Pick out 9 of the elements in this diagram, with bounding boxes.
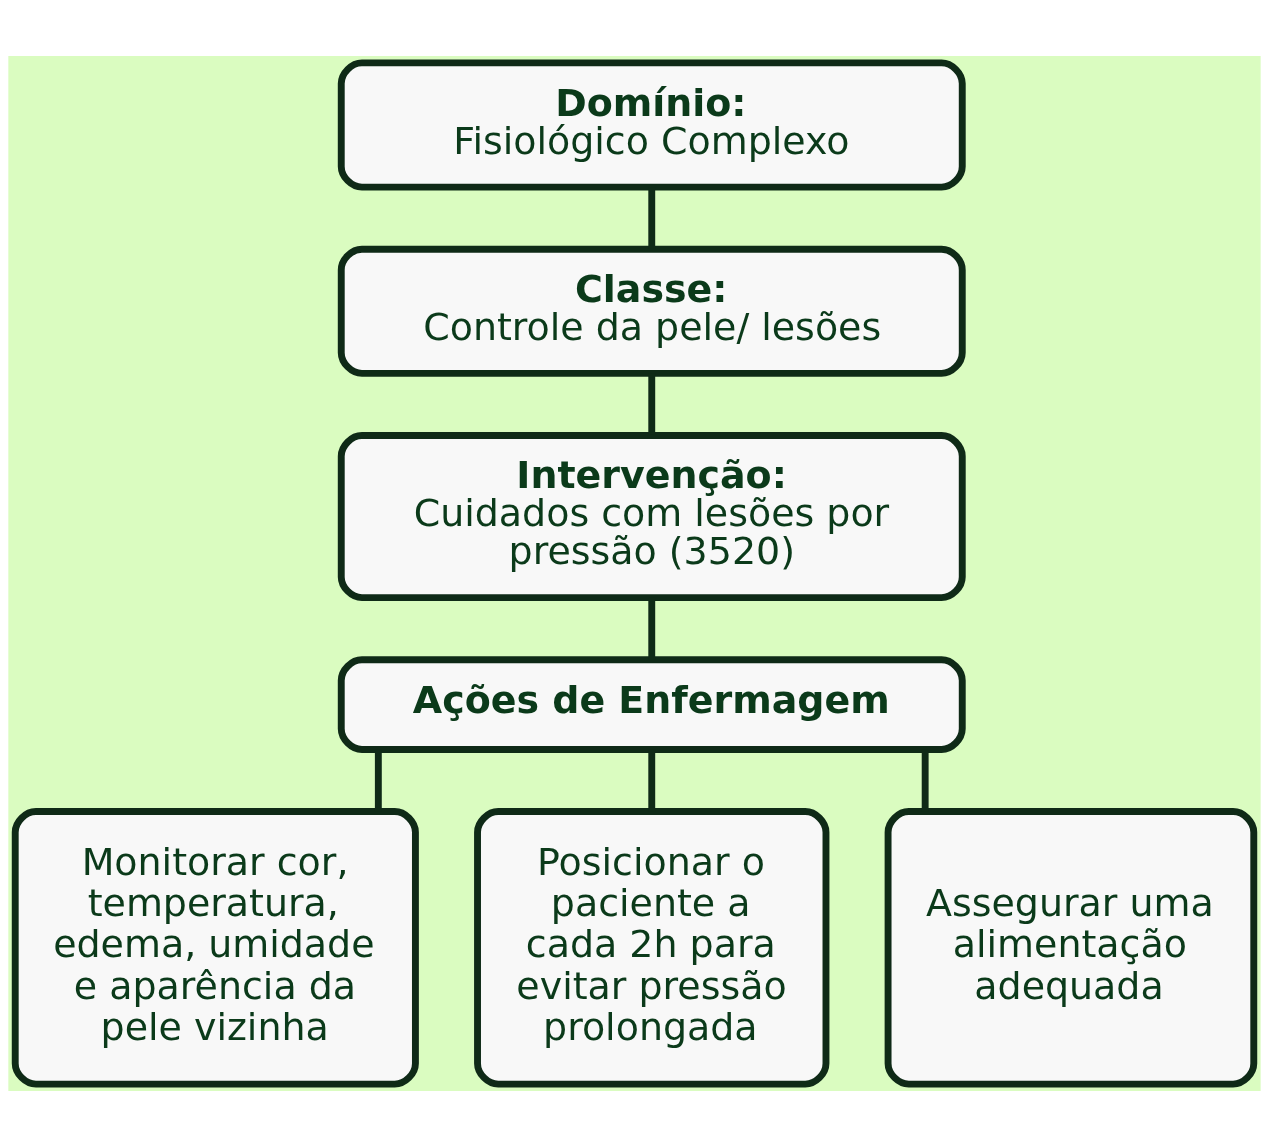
node-box: Posicionar o paciente a cada 2h para evitar pressão prolongada [474,808,830,1088]
connector [648,187,656,249]
node-box: Assegurar uma alimentação adequada [884,808,1258,1088]
node-box: Ações de Enfermagem [337,656,966,753]
connector [648,373,656,435]
node-box: Intervenção: Cuidados com lesões por pressão (3520) [337,432,966,602]
node-box: Domínio: Fisiológico Complexo [337,59,966,191]
node-box: Monitorar cor, temperatura, edema, umidade e aparência da pele vizinha [11,808,419,1088]
node-box: Classe: Controle da pele/ lesões [337,245,966,377]
